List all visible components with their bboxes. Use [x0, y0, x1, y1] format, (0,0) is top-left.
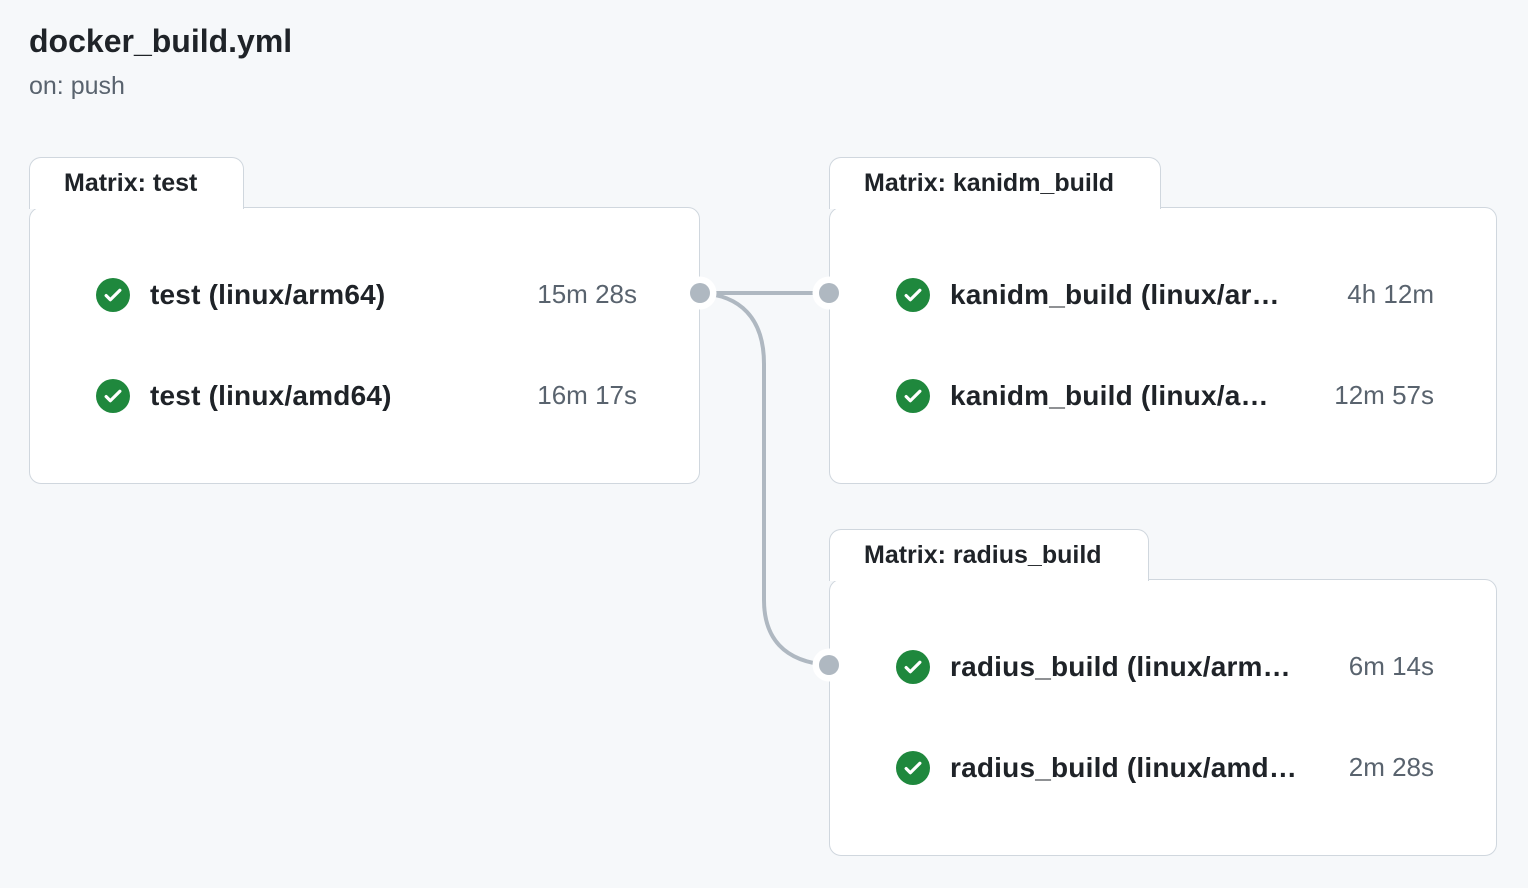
job-duration: 6m 14s [1348, 651, 1434, 681]
matrix-group-tab: Matrix: kanidm_build [829, 157, 1162, 209]
job-duration: 2m 28s [1348, 752, 1434, 782]
job-name: kanidm_build (linux/ar… [950, 278, 1280, 310]
workflow-title: docker_build.yml [29, 23, 293, 59]
check-circle-icon [896, 277, 930, 312]
matrix-group-label: Matrix: test [64, 169, 198, 197]
matrix-group-radius-build: Matrix: radius_build radius_build (linux… [829, 529, 1497, 856]
workflow-trigger: on: push [29, 72, 125, 100]
job-duration: 12m 57s [1334, 380, 1434, 410]
job-row[interactable]: kanidm_build (linux/a… 12m 57s [896, 345, 1434, 446]
job-duration: 15m 28s [537, 279, 637, 309]
check-circle-icon [96, 277, 130, 312]
job-name: test (linux/arm64) [150, 278, 386, 310]
job-row[interactable]: radius_build (linux/amd… 2m 28s [896, 717, 1434, 818]
workflow-header: docker_build.yml on: push [29, 20, 292, 102]
edge-test-to-radius-build [699, 291, 830, 667]
matrix-group-test: Matrix: test test (linux/arm64) 15m 28s … [29, 157, 700, 484]
matrix-group-label: Matrix: kanidm_build [864, 169, 1115, 197]
job-duration: 16m 17s [537, 380, 637, 410]
matrix-group-kanidm-build: Matrix: kanidm_build kanidm_build (linux… [829, 157, 1497, 484]
check-circle-icon [896, 750, 930, 785]
matrix-group-card: radius_build (linux/arm… 6m 14s radius_b… [829, 579, 1497, 856]
job-row[interactable]: test (linux/amd64) 16m 17s [96, 345, 637, 446]
job-row[interactable]: test (linux/arm64) 15m 28s [96, 244, 637, 345]
job-duration: 4h 12m [1347, 279, 1434, 309]
matrix-group-tab: Matrix: test [29, 157, 245, 209]
matrix-group-label: Matrix: radius_build [864, 541, 1102, 569]
job-name: test (linux/amd64) [150, 379, 392, 411]
job-name: radius_build (linux/amd… [950, 751, 1298, 783]
matrix-group-card: test (linux/arm64) 15m 28s test (linux/a… [29, 207, 700, 484]
matrix-group-card: kanidm_build (linux/ar… 4h 12m kanidm_bu… [829, 207, 1497, 484]
matrix-group-tab: Matrix: radius_build [829, 529, 1149, 581]
job-row[interactable]: radius_build (linux/arm… 6m 14s [896, 616, 1434, 717]
check-circle-icon [96, 378, 130, 413]
job-name: kanidm_build (linux/a… [950, 379, 1269, 411]
job-name: radius_build (linux/arm… [950, 650, 1291, 682]
check-circle-icon [896, 378, 930, 413]
check-circle-icon [896, 649, 930, 684]
job-row[interactable]: kanidm_build (linux/ar… 4h 12m [896, 244, 1434, 345]
